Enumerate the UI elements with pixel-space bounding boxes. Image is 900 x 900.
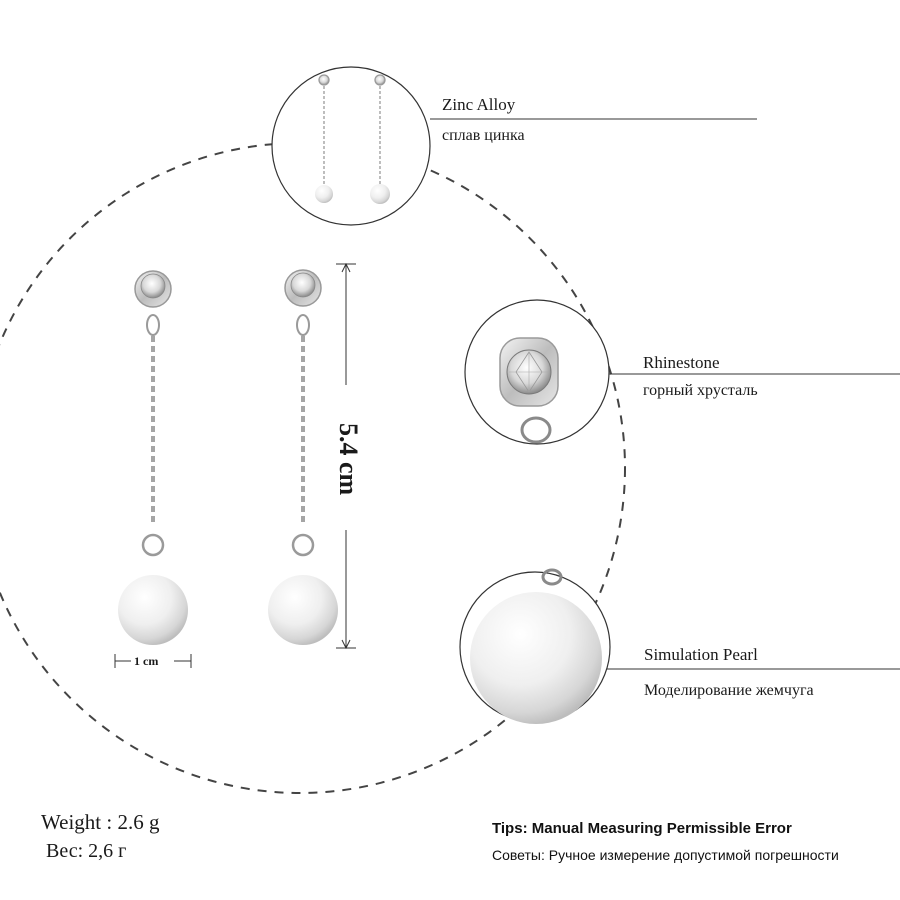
weight-label-en: Weight : 2.6 g xyxy=(41,810,160,834)
width-dimension-line xyxy=(114,654,192,668)
zinc-alloy-label-en: Zinc Alloy xyxy=(442,95,516,114)
length-dimension-label: 5.4 cm xyxy=(334,423,363,496)
rhinestone-label-en: Rhinestone xyxy=(643,353,720,372)
pearl-label-en: Simulation Pearl xyxy=(644,645,758,664)
tips-label-ru: Советы: Ручное измерение допустимой погр… xyxy=(492,847,839,863)
length-dimension-line xyxy=(336,262,356,650)
width-dimension-label: 1 cm xyxy=(134,654,159,668)
zinc-alloy-label-ru: сплав цинка xyxy=(442,127,525,144)
zoom-circle-zinc xyxy=(271,66,431,226)
zoom-circle-rhinestone xyxy=(464,299,610,445)
earring-right xyxy=(268,269,338,645)
earring-left xyxy=(118,270,188,645)
weight-label-ru: Вес: 2,6 г xyxy=(46,840,127,862)
pearl-label-ru: Моделирование жемчуга xyxy=(644,682,814,699)
rhinestone-label-ru: горный хрусталь xyxy=(643,382,758,399)
zoom-circle-pearl xyxy=(459,568,611,724)
tips-label-en: Tips: Manual Measuring Permissible Error xyxy=(492,820,792,837)
